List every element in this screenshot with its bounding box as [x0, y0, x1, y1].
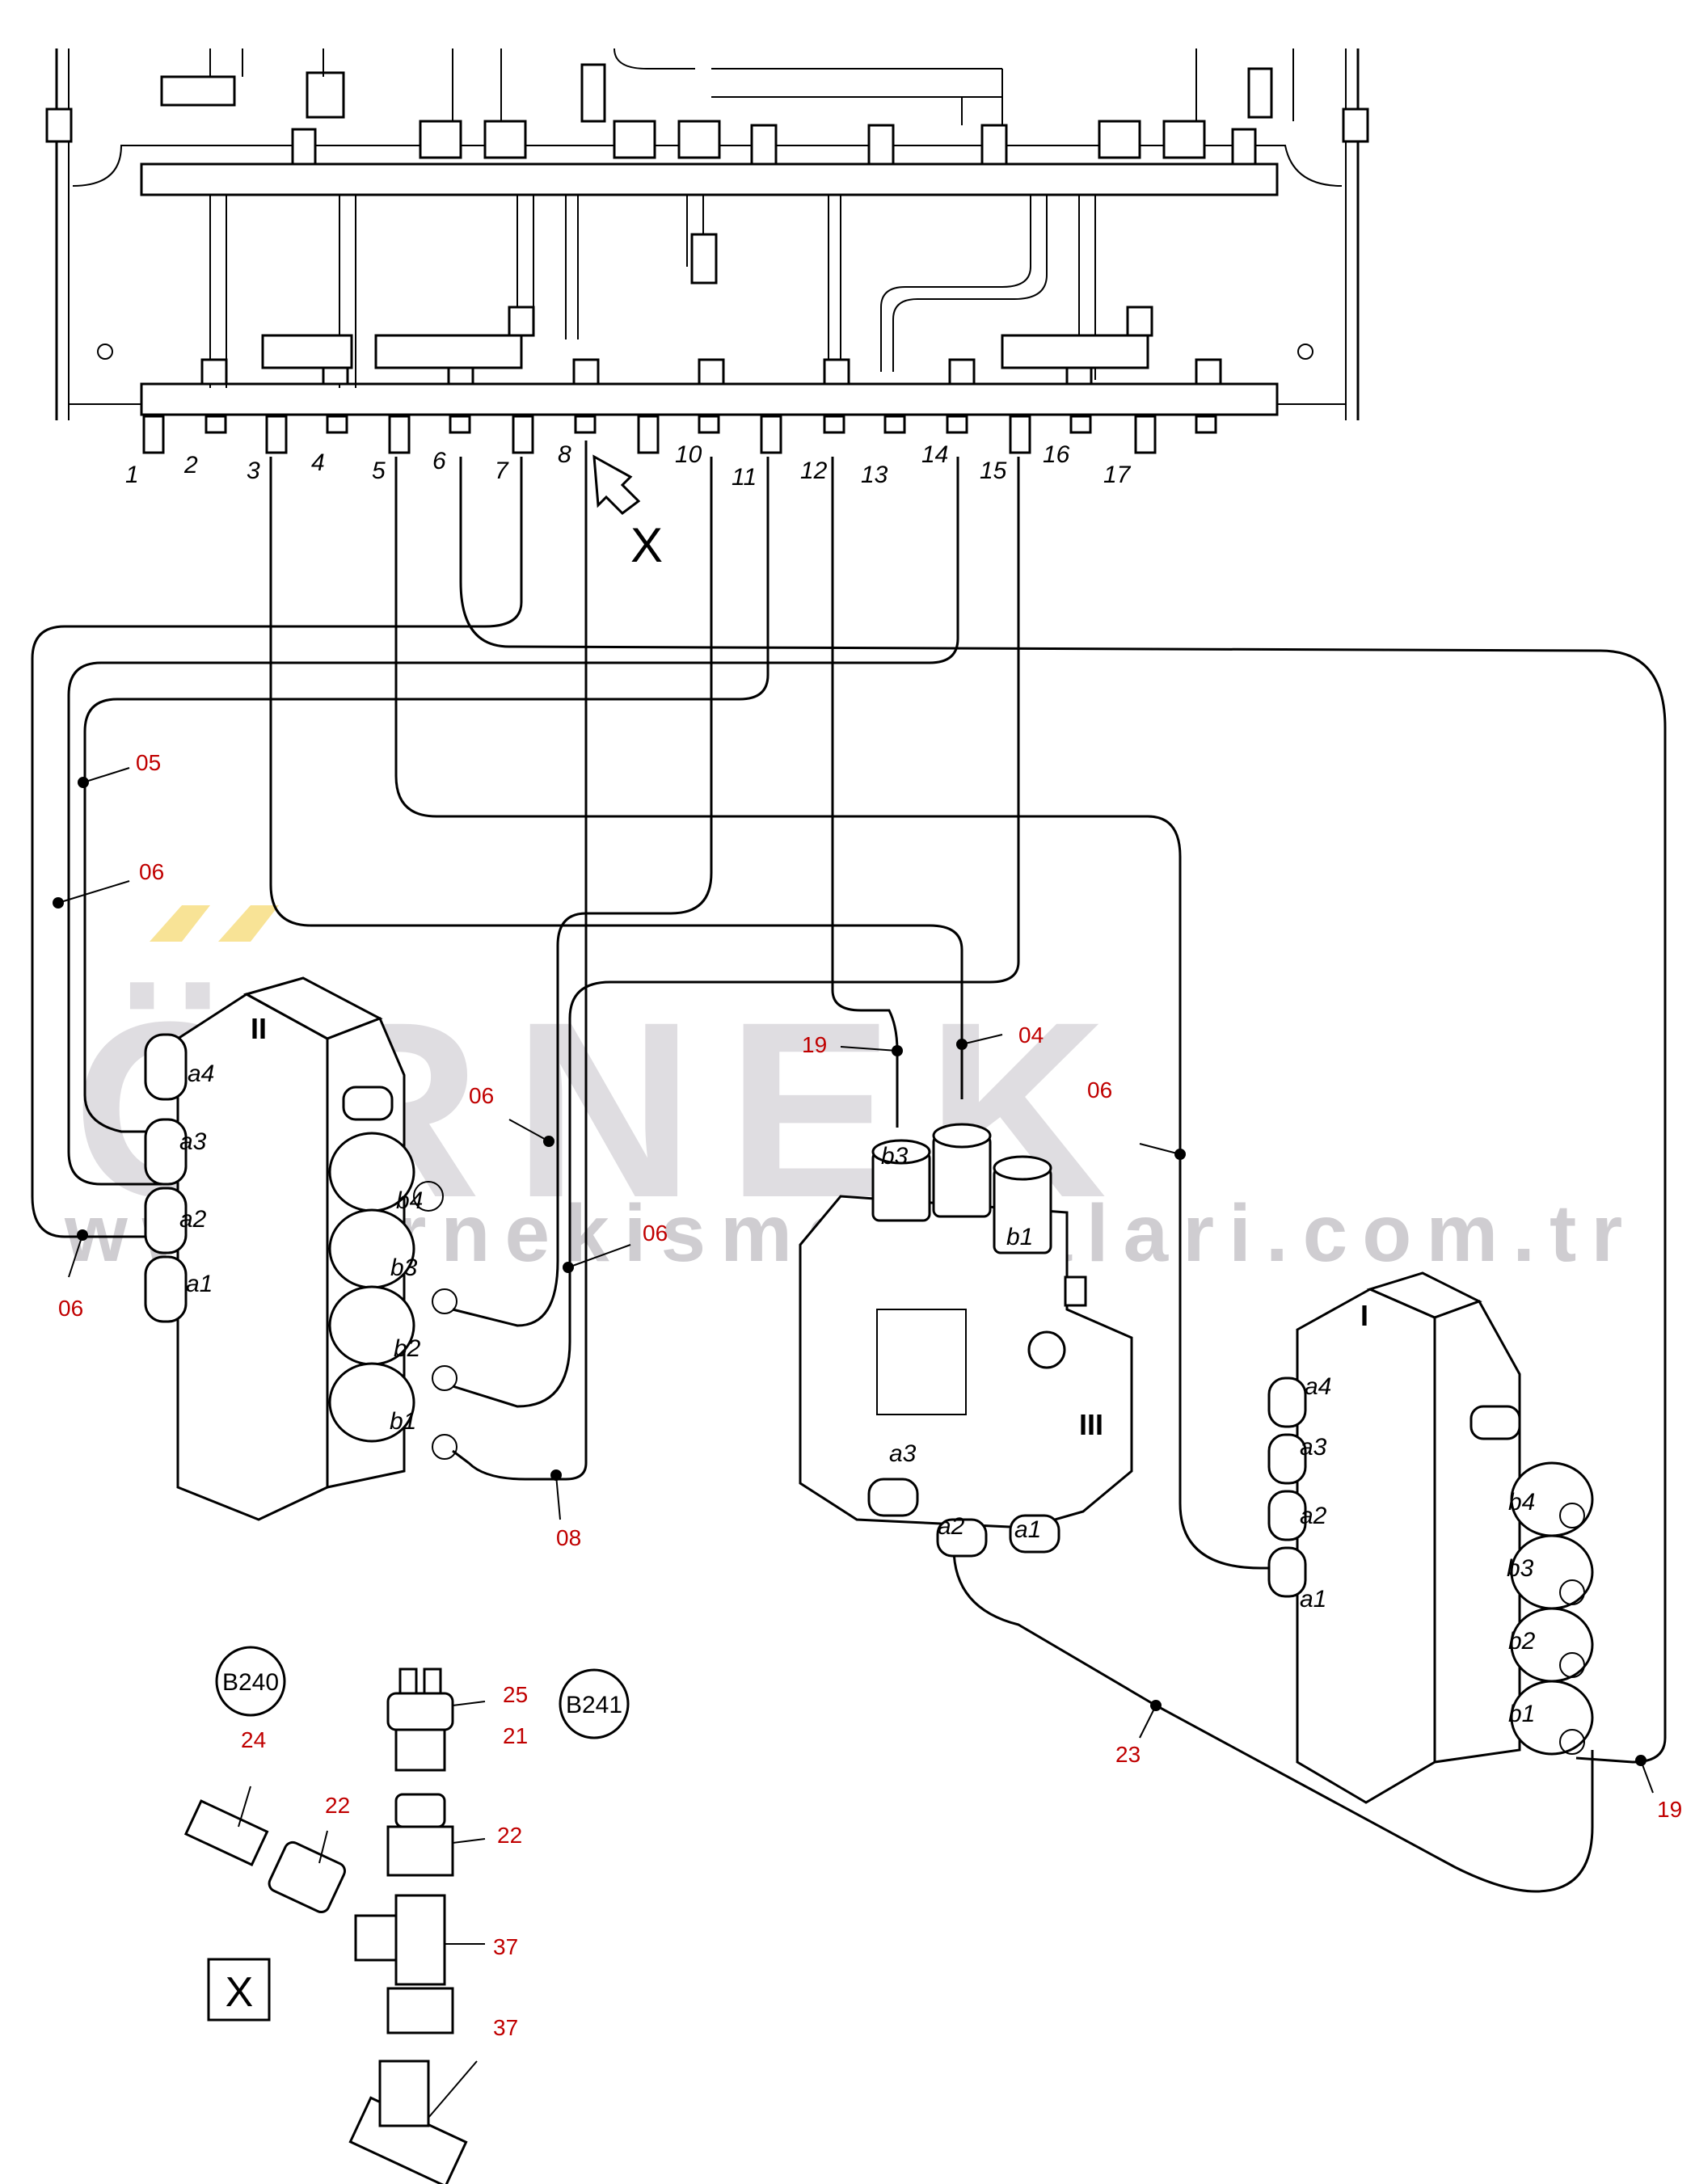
connector-18: [1195, 415, 1217, 434]
ref-37-a: 37: [493, 1934, 518, 1959]
block-III-port-b3: b3: [881, 1143, 909, 1170]
connector-number-1: 1: [125, 462, 139, 488]
block-III-port-a2: a2: [938, 1513, 965, 1540]
block-I-port-b1: b1: [1508, 1701, 1535, 1727]
connector-15: [1009, 415, 1031, 454]
block-II-port-b4: b4: [396, 1187, 423, 1214]
connector-17: [1134, 415, 1157, 454]
connector-2: [204, 415, 227, 434]
ref-37-b: 37: [493, 2015, 518, 2040]
connector-1: [142, 415, 165, 454]
block-I-port-b2: b2: [1508, 1628, 1536, 1655]
lower-fittings: [200, 334, 1222, 386]
connector-number-14: 14: [921, 441, 948, 468]
block-III-label: III: [1079, 1408, 1103, 1441]
reference-labels: 05 06 06 06 06 06 08 19 04 23 19: [58, 750, 1682, 1822]
connector-7: [512, 415, 534, 454]
ref-23: 23: [1115, 1742, 1141, 1767]
ref-19-a: 19: [802, 1032, 827, 1057]
connector-number-11: 11: [732, 464, 757, 491]
connector-10: [698, 415, 720, 434]
view-x-label: X: [630, 518, 663, 572]
connector-9: [637, 415, 660, 454]
connector-3: [265, 415, 288, 454]
block-III-port-a3: a3: [889, 1440, 917, 1467]
ref-06-d: 06: [643, 1221, 668, 1246]
valve-block-I: I a4 a3 a2 a1 b4 b3 b2 b1: [1267, 1271, 1594, 1804]
ref-05: 05: [136, 750, 161, 775]
connector-11: [760, 415, 782, 454]
ref-21: 21: [503, 1723, 528, 1748]
ref-22-a: 22: [325, 1793, 350, 1818]
connector-number-5: 5: [372, 457, 386, 484]
valve-block-III: b3 b1 a3 a2 a1 III: [799, 1123, 1133, 1558]
connector-numbers: 1 2 3 4 5 6 7 8 10 11 12 13 14 15 16 17: [125, 441, 1132, 491]
leader-lines: [57, 767, 1654, 1794]
connector-13: [883, 415, 906, 434]
ref-24: 24: [241, 1727, 266, 1752]
connector-number-17: 17: [1103, 462, 1132, 488]
connector-number-3: 3: [247, 457, 260, 484]
manifold-frame: [45, 48, 1369, 420]
ref-25: 25: [503, 1682, 528, 1707]
connector-12: [823, 415, 845, 434]
block-I-port-a4: a4: [1305, 1373, 1331, 1400]
block-II-label: II: [251, 1012, 267, 1045]
connector-number-13: 13: [861, 462, 888, 488]
view-x-arrow: X: [592, 454, 663, 572]
connectors: [142, 415, 1217, 454]
ref-06-e: 06: [1087, 1077, 1112, 1103]
block-III-port-a1: a1: [1014, 1516, 1041, 1543]
ref-04: 04: [1018, 1022, 1044, 1048]
upper-fittings: [160, 48, 1294, 388]
block-I-port-a2: a2: [1300, 1503, 1327, 1529]
connector-16: [1069, 415, 1092, 434]
connector-8: [574, 415, 597, 434]
block-II-port-b2: b2: [394, 1335, 421, 1362]
block-II-port-a2: a2: [179, 1206, 207, 1233]
block-I-port-a1: a1: [1300, 1586, 1326, 1613]
block-II-port-b3: b3: [390, 1254, 418, 1281]
connector-number-4: 4: [311, 449, 325, 476]
connector-number-6: 6: [432, 448, 446, 474]
block-I-port-b4: b4: [1508, 1489, 1535, 1516]
block-I-label: I: [1360, 1299, 1368, 1332]
block-I-port-a3: a3: [1300, 1434, 1327, 1461]
detail-x: B240 B241 25 21 24 22 22 37 37: [183, 1646, 630, 2184]
block-II-port-b1: b1: [390, 1408, 416, 1435]
block-III-port-b1: b1: [1006, 1224, 1033, 1250]
connector-5: [388, 415, 411, 454]
block-I-port-b3: b3: [1507, 1555, 1534, 1582]
ref-06-b: 06: [58, 1296, 83, 1321]
connector-number-15: 15: [980, 457, 1007, 484]
connector-number-10: 10: [675, 441, 702, 468]
block-II-port-a3: a3: [179, 1128, 207, 1155]
ref-06-c: 06: [469, 1083, 494, 1108]
sensor-b241: B241: [566, 1692, 622, 1718]
connector-14: [946, 415, 968, 434]
ref-08: 08: [556, 1525, 581, 1550]
block-II-port-a1: a1: [186, 1271, 213, 1297]
detail-x-label: X: [226, 1969, 254, 2016]
connector-number-16: 16: [1043, 441, 1070, 468]
ref-06-a: 06: [139, 859, 164, 884]
connector-number-12: 12: [800, 457, 828, 484]
connector-number-2: 2: [183, 452, 198, 479]
sensor-b240: B240: [222, 1669, 279, 1696]
valve-block-II: II a4 a3 a2 a1 b4 b3 b2 b1: [144, 976, 457, 1521]
connector-number-8: 8: [558, 441, 571, 468]
connector-number-7: 7: [495, 457, 509, 484]
block-II-port-a4: a4: [188, 1060, 214, 1087]
hoses: [31, 441, 1667, 1893]
ref-19-b: 19: [1657, 1797, 1682, 1822]
connector-4: [326, 415, 348, 434]
connector-6: [449, 415, 471, 434]
ref-22-b: 22: [497, 1823, 522, 1848]
